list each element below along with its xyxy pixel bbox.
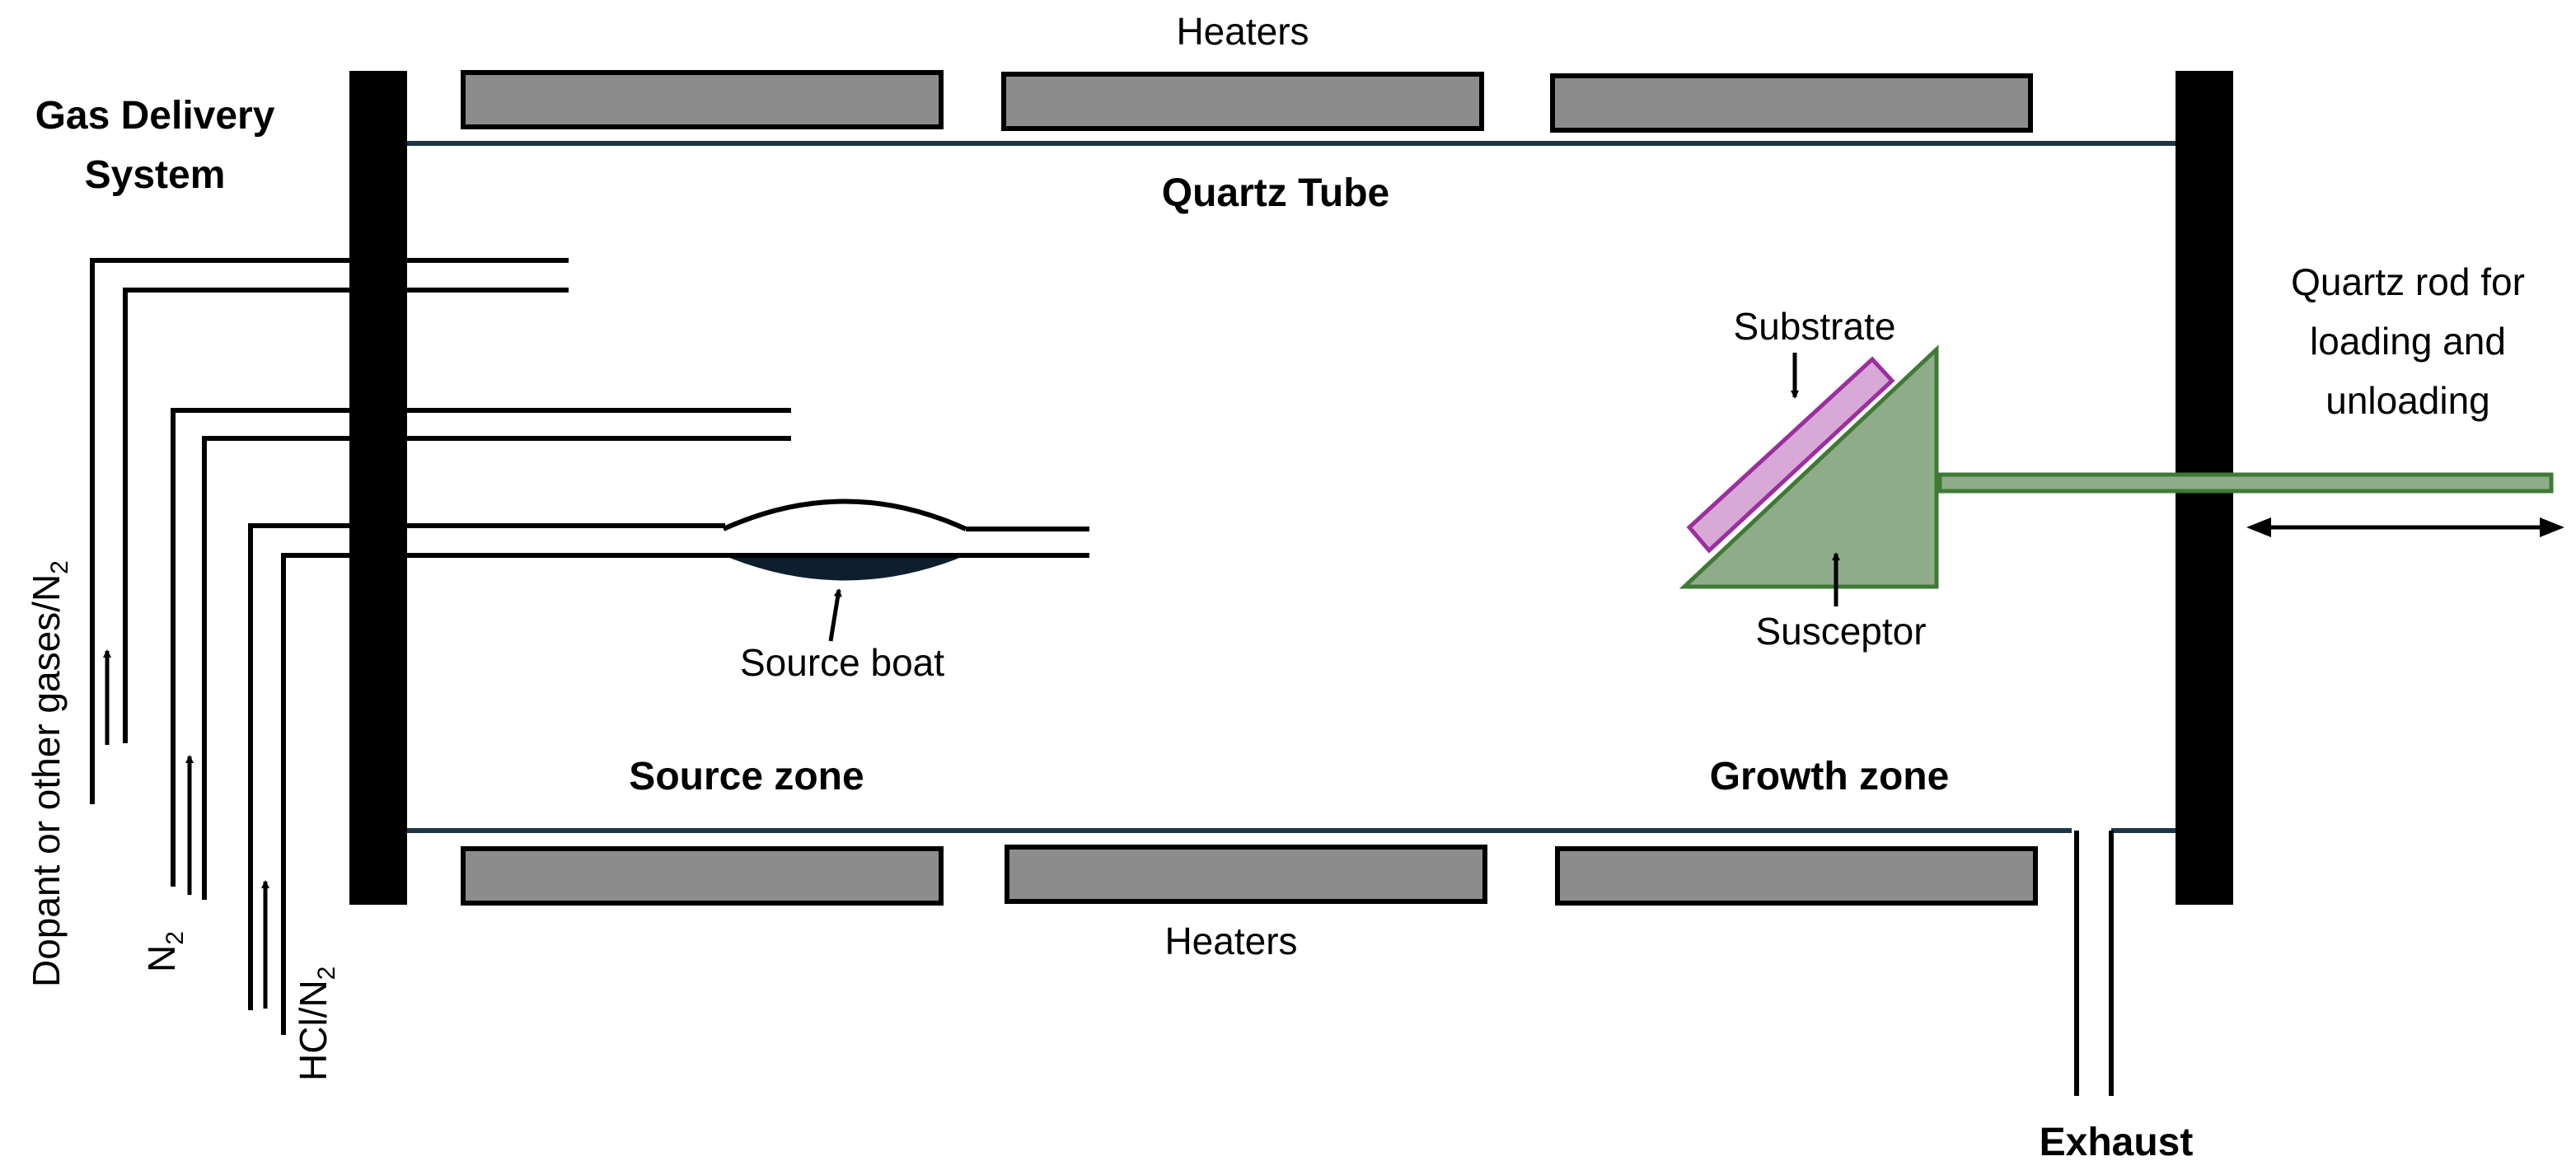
quartz-rod — [1937, 472, 2554, 494]
gas-lines — [90, 258, 1089, 1035]
source-boat — [722, 499, 967, 581]
hcl-inlet-text: HCl/N — [292, 980, 335, 1081]
n2-line-inner — [202, 436, 791, 900]
dopant-inlet-label: Dopant or other gases/N2 — [25, 560, 73, 987]
heater-bottom-1 — [461, 846, 944, 906]
dopant-inlet-subscript: 2 — [46, 560, 73, 574]
heaters-bottom-label: Heaters — [1164, 920, 1297, 962]
exhaust-pipe — [2074, 831, 2114, 1096]
gas-delivery-label-line2: System — [85, 153, 226, 197]
heater-bottom-2 — [1005, 845, 1487, 904]
n2-inlet-subscript: 2 — [162, 931, 189, 945]
quartz-rod-label-line2: loading and — [2310, 320, 2506, 363]
source-boat-arrow — [828, 588, 842, 642]
substrate-label: Substrate — [1734, 305, 1896, 348]
n2-line-outer — [171, 408, 791, 887]
source-zone-label: Source zone — [629, 755, 864, 798]
hcl-line-outer — [248, 523, 725, 1010]
source-boat-body — [724, 555, 966, 581]
hcl-line-inner — [281, 553, 725, 1035]
gas-delivery-label-line1: Gas Delivery — [35, 94, 275, 138]
left-flange — [349, 71, 407, 905]
susceptor — [1679, 344, 1939, 589]
n2-inlet-label: N2 — [140, 931, 189, 972]
source-boat-label: Source boat — [740, 641, 944, 684]
exhaust-label: Exhaust — [2040, 1121, 2194, 1164]
heater-top-1 — [461, 70, 944, 129]
n2-inlet-text: N — [140, 945, 183, 972]
dopant-line-outer — [90, 258, 569, 804]
heater-bottom-3 — [1555, 846, 2038, 906]
susceptor-label: Susceptor — [1755, 610, 1926, 653]
double-arrow-icon — [2246, 517, 2564, 537]
heaters-top — [461, 70, 2033, 133]
quartz-rod-label-line1: Quartz rod for — [2291, 260, 2525, 303]
hcl-inlet-subscript: 2 — [313, 967, 340, 981]
dopant-inlet-text: Dopant or other gases/N — [25, 574, 68, 987]
hcl-inlet-label: HCl/N2 — [292, 967, 340, 1081]
heater-top-3 — [1550, 73, 2033, 133]
heaters-top-label: Heaters — [1176, 10, 1309, 53]
dopant-line-inner — [123, 288, 569, 743]
growth-zone-label: Growth zone — [1710, 755, 1950, 798]
substrate — [1686, 356, 1895, 554]
quartz-rod-label-line3: unloading — [2325, 379, 2490, 422]
heater-top-2 — [1001, 72, 1484, 131]
quartz-tube-label: Quartz Tube — [1162, 171, 1389, 215]
heaters-bottom — [461, 845, 2038, 906]
